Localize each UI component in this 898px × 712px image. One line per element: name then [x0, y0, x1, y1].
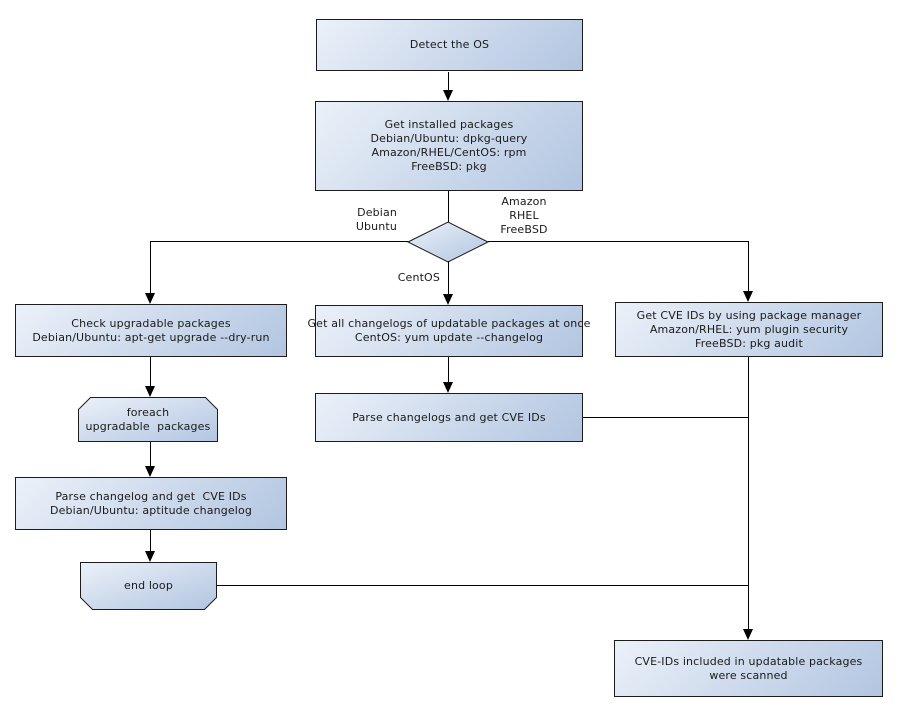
arrowhead-into-parse-changelog [145, 466, 155, 477]
node-get-all-changelogs-label: Get all changelogs of updatable packages… [307, 317, 591, 344]
arrowhead-into-foreach [145, 386, 155, 397]
connector-parse-changelogs-merge [583, 417, 748, 418]
node-cve-scanned-result-label: CVE-IDs included in updatable packages w… [634, 654, 863, 682]
node-cve-scanned-result: CVE-IDs included in updatable packages w… [614, 640, 883, 697]
node-parse-changelogs: Parse changelogs and get CVE IDs [315, 393, 583, 442]
connector-check-to-foreach [150, 357, 151, 387]
node-end-loop: end loop [80, 562, 217, 610]
node-detect-os: Detect the OS [316, 19, 583, 71]
arrowhead-into-get-all-changelogs [443, 294, 453, 305]
connector-left-down [150, 241, 151, 294]
node-os-decision [406, 220, 490, 264]
decision-diamond-icon [406, 221, 490, 263]
loop-start-shape [78, 397, 218, 442]
node-foreach-loop-start: foreach upgradable packages [78, 397, 218, 442]
node-get-cve-ids-label: Get CVE IDs by using package manager Ama… [636, 308, 862, 350]
arrowhead-into-parse-changelogs [443, 382, 453, 393]
node-foreach-label: foreach upgradable packages [85, 405, 211, 433]
node-parse-changelog-label: Parse changelog and get CVE IDs Debian/U… [50, 489, 252, 517]
arrowhead-into-end-loop [145, 551, 155, 562]
connector-parse-to-endloop [150, 530, 151, 552]
edge-label-centos: CentOS [397, 271, 440, 284]
node-get-installed-packages: Get installed packages Debian/Ubuntu: dp… [315, 101, 583, 191]
node-end-loop-label: end loop [124, 579, 173, 592]
node-get-all-changelogs: Get all changelogs of updatable packages… [308, 305, 590, 357]
node-get-cve-ids: Get CVE IDs by using package manager Ama… [615, 302, 883, 357]
connector-decision-left [150, 241, 408, 242]
arrowhead-into-installed [443, 90, 453, 101]
connector-end-loop-merge [217, 585, 748, 586]
node-check-upgradable-packages-label: Check upgradable packages Debian/Ubuntu:… [32, 316, 270, 344]
node-check-upgradable-packages: Check upgradable packages Debian/Ubuntu:… [15, 304, 287, 357]
connector-decision-bottom [448, 261, 449, 295]
connector-foreach-to-parse [150, 442, 151, 467]
edge-label-amazon-rhel-freebsd: Amazon RHEL FreeBSD [500, 195, 548, 236]
connector-decision-right [488, 241, 748, 242]
arrowhead-into-check-upgradable [145, 293, 155, 304]
connector-right-down [748, 241, 749, 292]
node-parse-changelog: Parse changelog and get CVE IDs Debian/U… [15, 477, 287, 530]
node-get-installed-packages-label: Get installed packages Debian/Ubuntu: dp… [370, 118, 528, 173]
node-detect-os-label: Detect the OS [409, 38, 490, 51]
edge-label-debian-ubuntu: Debian Ubuntu [355, 206, 397, 233]
arrowhead-into-get-cve-ids [743, 291, 753, 302]
arrowhead-into-result [743, 629, 753, 640]
node-parse-changelogs-label: Parse changelogs and get CVE IDs [352, 410, 546, 424]
connector-installed-to-decision [448, 191, 449, 222]
connector-merge-to-result [748, 357, 749, 629]
connector-detect-to-installed [448, 72, 449, 91]
loop-end-shape [80, 562, 217, 610]
connector-changelogs-to-parse [448, 357, 449, 383]
